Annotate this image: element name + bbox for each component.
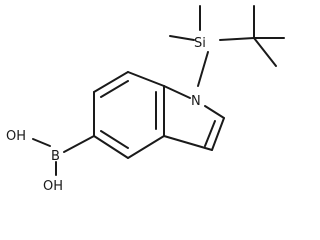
bond-c4-c3a — [127, 135, 165, 159]
silyl-group — [169, 5, 285, 67]
bond-c7a-c7 — [127, 71, 165, 87]
bond-n1-c2 — [204, 105, 225, 119]
bond-si-tbutyl — [219, 37, 255, 41]
bond-c5-b — [63, 135, 95, 153]
silicon-atom-label: Si — [194, 36, 206, 51]
bond-si-methyl-left — [169, 35, 195, 41]
pyrrole-ring — [163, 85, 225, 151]
nitrogen-atom-label: N — [191, 94, 201, 109]
hydroxyl-top-label: OH — [6, 129, 26, 144]
bond-c7-c6 — [93, 71, 129, 93]
boronic-acid-group — [32, 135, 95, 176]
boron-atom-label: B — [51, 149, 60, 164]
bond-c5-c4 — [93, 135, 129, 159]
bond-b-oh-top — [32, 138, 51, 147]
double-bond-c2-c3 — [204, 120, 216, 147]
molecule-drawing: N Si B OH OH — [6, 5, 285, 194]
bond-c7a-n1 — [163, 85, 191, 99]
bond-n1-si — [197, 51, 209, 87]
double-bond-c5-c4 — [100, 130, 129, 149]
hydroxyl-bottom-label: OH — [43, 179, 63, 194]
double-bond-c7-c6 — [100, 80, 129, 98]
bond-c2-c3 — [211, 117, 225, 151]
benzene-ring — [93, 71, 165, 159]
bond-c3-c3a — [163, 135, 213, 151]
structure-diagram: N Si B OH OH — [6, 5, 285, 194]
bond-tbutyl-methyl-bottom — [253, 37, 277, 67]
